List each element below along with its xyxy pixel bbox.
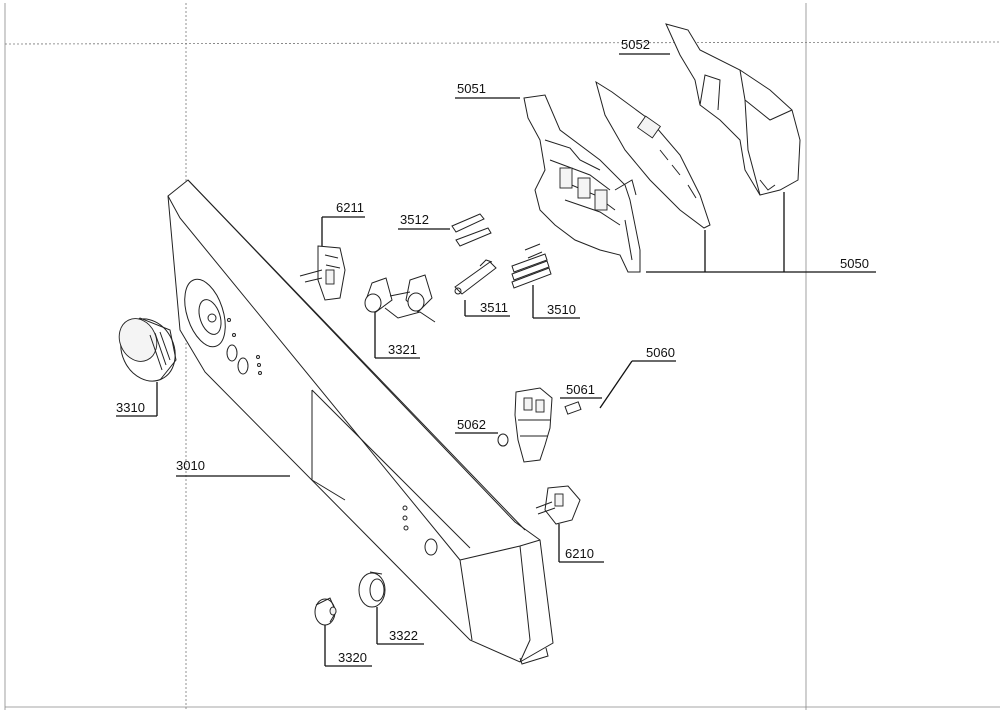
cover-5052 <box>665 23 801 196</box>
label-5061: 5061 <box>566 382 595 397</box>
label-5051: 5051 <box>457 81 486 96</box>
switch-6210 <box>535 485 581 525</box>
pins-3512 <box>451 213 492 247</box>
control-panel-fascia <box>167 179 554 665</box>
label-3310: 3310 <box>116 400 145 415</box>
label-3512: 3512 <box>400 212 429 227</box>
button-holder-3321 <box>364 274 436 323</box>
element-3511 <box>454 259 497 295</box>
label-6210: 6210 <box>565 546 594 561</box>
leader-lines <box>116 53 876 667</box>
label-3010: 3010 <box>176 458 205 473</box>
switch-6211 <box>299 245 346 301</box>
label-3321: 3321 <box>388 342 417 357</box>
resistors-3510 <box>511 243 552 289</box>
small-knob-3320 <box>314 597 337 626</box>
label-5052: 5052 <box>621 37 650 52</box>
sheet-frame <box>4 3 1000 710</box>
label-5060: 5060 <box>646 345 675 360</box>
bracket-5051 <box>523 94 641 273</box>
callout-labels: 5052 5051 6211 3512 3511 3510 5050 3321 … <box>116 37 869 665</box>
label-5062: 5062 <box>457 417 486 432</box>
label-3510: 3510 <box>547 302 576 317</box>
ring-3322 <box>358 571 386 608</box>
label-5050: 5050 <box>840 256 869 271</box>
pcb-5050 <box>595 80 711 229</box>
module-5060 <box>497 387 582 463</box>
label-3322: 3322 <box>389 628 418 643</box>
label-6211: 6211 <box>336 200 364 215</box>
large-knob <box>118 317 177 382</box>
label-3320: 3320 <box>338 650 367 665</box>
label-3511: 3511 <box>480 300 508 315</box>
